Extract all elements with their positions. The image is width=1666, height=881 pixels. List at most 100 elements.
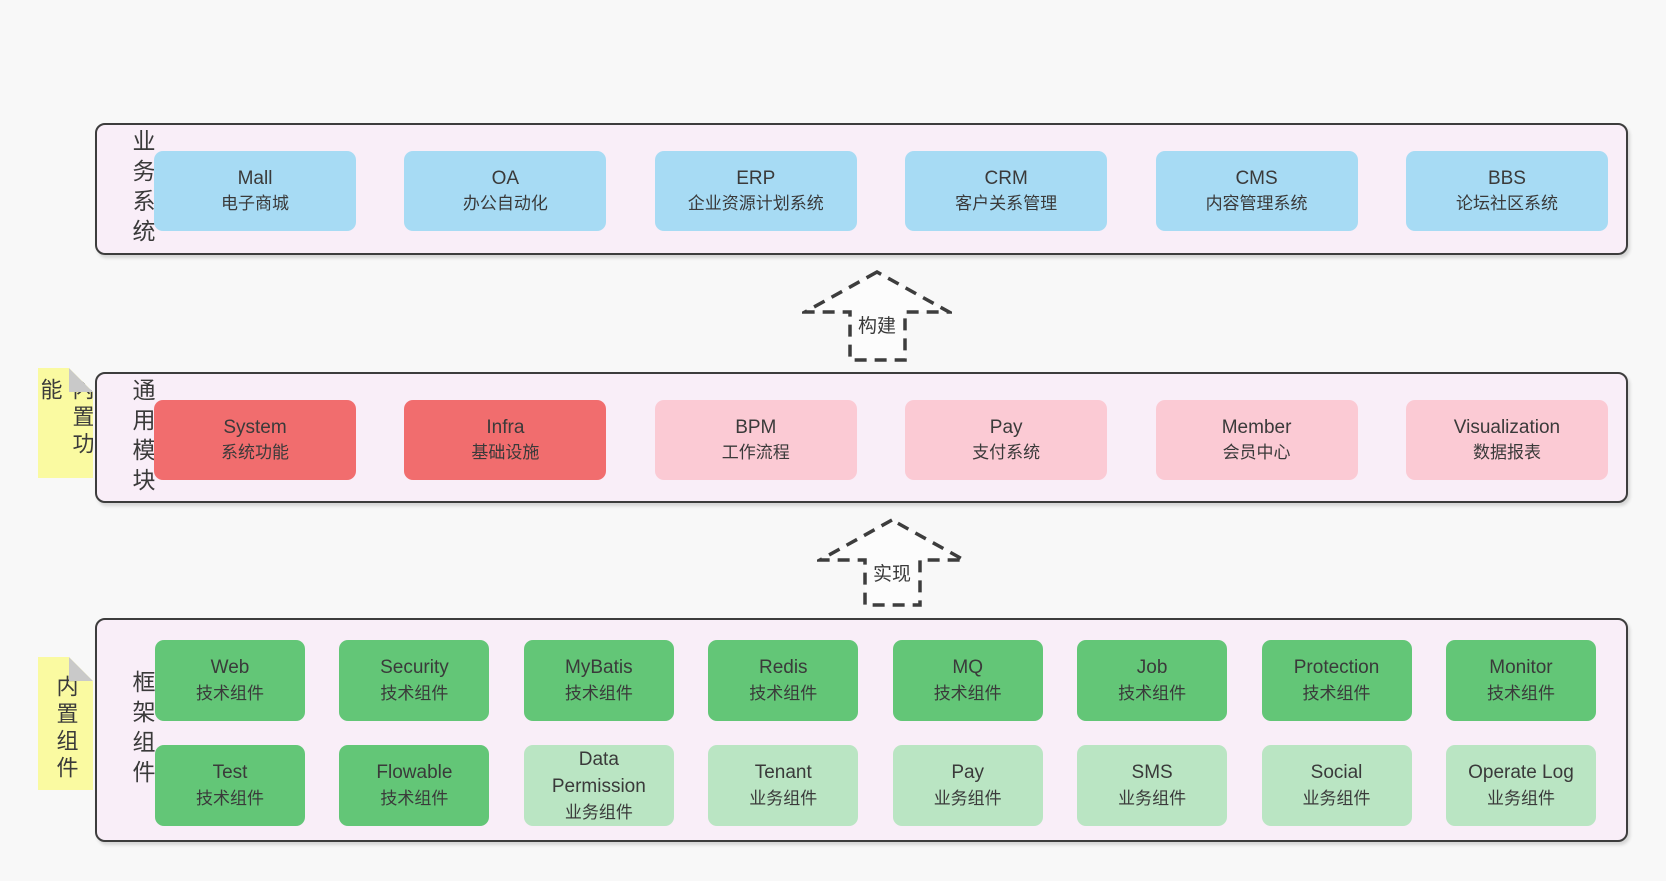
- box-erp: ERP 企业资源计划系统: [654, 151, 857, 231]
- box-title: BPM: [735, 416, 777, 438]
- box-subtitle: 业务组件: [1486, 788, 1555, 808]
- built-in-components-note-text: 内置组件: [53, 674, 79, 783]
- build-arrow: 构建: [802, 269, 952, 362]
- implement-arrow-outline: [817, 517, 967, 607]
- box-bbs: BBS 论坛社区系统: [1405, 151, 1608, 231]
- box-subtitle: 系统功能: [221, 443, 289, 463]
- box-redis: Redis 技术组件: [708, 640, 859, 721]
- common-modules-label: 通用模块: [129, 377, 155, 498]
- box-subtitle: 业务组件: [1118, 788, 1187, 808]
- box-subtitle: 客户关系管理: [955, 194, 1058, 214]
- build-arrow-label: 构建: [858, 315, 896, 337]
- built-in-components-note: 内置组件: [38, 657, 93, 790]
- box-subtitle: 技术组件: [1118, 683, 1187, 703]
- box-subtitle: 数据报表: [1472, 443, 1541, 463]
- box-pay: Pay 业务组件: [892, 745, 1043, 826]
- box-title: Operate Log: [1468, 762, 1574, 784]
- box-mybatis: MyBatis 技术组件: [523, 640, 674, 721]
- box-job: Job 技术组件: [1077, 640, 1228, 721]
- box-title: SMS: [1131, 762, 1173, 784]
- box-subtitle: 技术组件: [380, 788, 449, 808]
- box-title: Job: [1136, 657, 1168, 679]
- box-title: Test: [212, 762, 248, 784]
- box-title: CRM: [984, 167, 1028, 189]
- box-title: MQ: [952, 657, 983, 679]
- framework-components-label: 框架组件: [129, 670, 155, 790]
- box-bpm: BPM 工作流程: [654, 400, 857, 480]
- box-title: Member: [1221, 416, 1292, 438]
- box-title: Security: [380, 657, 449, 679]
- box-subtitle: 业务组件: [933, 788, 1002, 808]
- box-subtitle: 企业资源计划系统: [687, 194, 824, 214]
- box-subtitle: 技术组件: [1302, 683, 1371, 703]
- box-subtitle: 办公自动化: [462, 194, 548, 214]
- box-flowable: Flowable 技术组件: [339, 745, 490, 826]
- box-operate-log: Operate Log 业务组件: [1445, 745, 1596, 826]
- box-oa: OA 办公自动化: [404, 151, 607, 231]
- box-monitor: Monitor 技术组件: [1445, 640, 1596, 721]
- built-in-features-note-text: 内置功能: [37, 378, 95, 459]
- business-systems-label: 业务系统: [129, 129, 155, 249]
- box-mq: MQ 技术组件: [892, 640, 1043, 721]
- box-title: Visualization: [1453, 416, 1561, 438]
- box-social: Social 业务组件: [1261, 745, 1412, 826]
- box-web: Web 技术组件: [155, 640, 305, 721]
- box-subtitle: 内容管理系统: [1205, 194, 1308, 214]
- box-title: Tenant: [754, 762, 812, 784]
- box-cms: CMS 内容管理系统: [1155, 151, 1358, 231]
- note-fold-corner: [69, 657, 93, 681]
- box-crm: CRM 客户关系管理: [905, 151, 1108, 231]
- built-in-features-note: 内置功能: [38, 368, 93, 478]
- box-subtitle: 会员中心: [1222, 443, 1291, 463]
- box-sms: SMS 业务组件: [1077, 745, 1228, 826]
- box-protection: Protection 技术组件: [1261, 640, 1412, 721]
- box-subtitle: 支付系统: [972, 443, 1041, 463]
- box-title: BBS: [1487, 167, 1526, 189]
- implement-arrow: 实现: [817, 517, 967, 607]
- box-title: Monitor: [1489, 657, 1553, 679]
- box-subtitle: 业务组件: [749, 788, 818, 808]
- box-title: Infra: [486, 416, 525, 438]
- box-title: MyBatis: [565, 657, 633, 679]
- box-subtitle: 技术组件: [196, 683, 264, 703]
- box-subtitle: 技术组件: [933, 683, 1002, 703]
- box-title: Redis: [758, 657, 808, 679]
- box-data-permission: Data Permission 业务组件: [523, 745, 674, 826]
- box-subtitle: 论坛社区系统: [1455, 194, 1558, 214]
- box-title: Social: [1310, 762, 1363, 784]
- box-title: Pay: [951, 762, 985, 784]
- box-subtitle: 技术组件: [749, 683, 818, 703]
- box-title: OA: [491, 167, 520, 189]
- box-title: Protection: [1293, 657, 1380, 679]
- box-title: Flowable: [376, 762, 453, 784]
- box-tenant: Tenant 业务组件: [708, 745, 859, 826]
- box-subtitle: 技术组件: [1486, 683, 1555, 703]
- box-title: ERP: [736, 167, 776, 189]
- implement-arrow-label: 实现: [873, 563, 911, 585]
- box-subtitle: 工作流程: [721, 443, 790, 463]
- box-title: Web: [210, 657, 250, 679]
- box-subtitle: 业务组件: [1302, 788, 1371, 808]
- box-member: Member 会员中心: [1155, 400, 1358, 480]
- box-subtitle: 技术组件: [564, 683, 633, 703]
- box-subtitle: 业务组件: [564, 802, 633, 822]
- box-title: Data Permission: [551, 748, 646, 798]
- box-title: CMS: [1235, 167, 1278, 189]
- box-title: System: [223, 416, 287, 438]
- build-arrow-outline: [802, 269, 952, 362]
- note-fold-corner: [69, 368, 93, 392]
- box-system: System 系统功能: [154, 400, 356, 480]
